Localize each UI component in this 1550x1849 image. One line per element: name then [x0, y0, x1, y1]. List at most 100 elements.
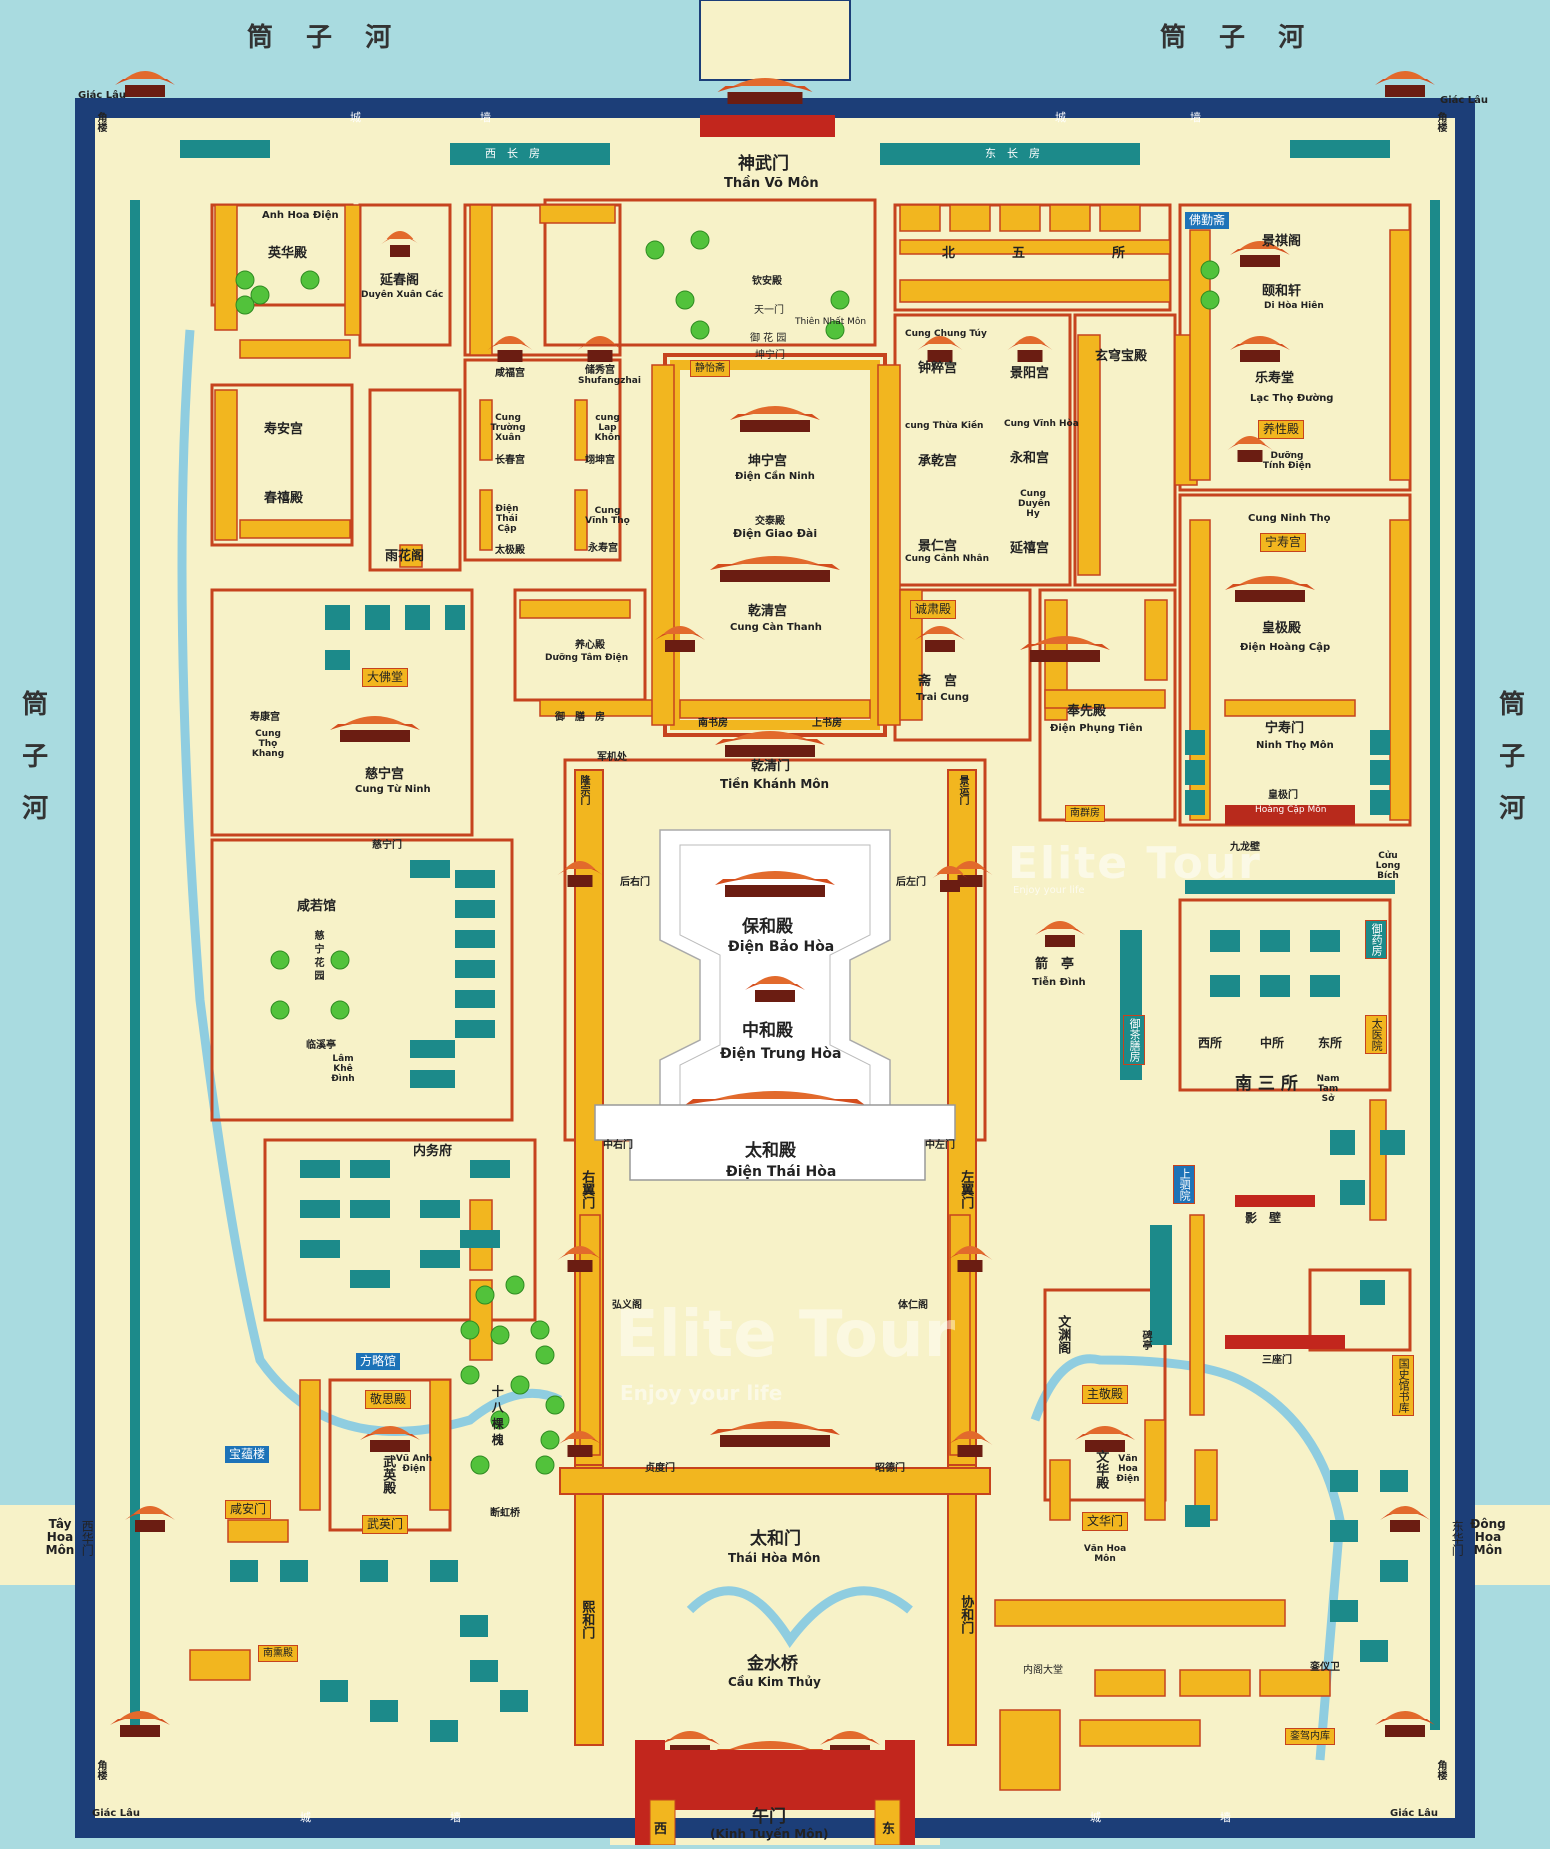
building — [1077, 334, 1101, 576]
yanxi-palace-vn: Cung Duyên Hy — [1018, 489, 1051, 519]
annex — [1340, 1180, 1365, 1205]
building — [999, 1709, 1061, 1791]
south-study: 南书房 — [698, 718, 728, 729]
xuanqiong-hall: 玄穹宝殿 — [1095, 349, 1148, 364]
wall-label: 城 — [300, 1811, 311, 1824]
tree — [505, 1275, 525, 1295]
imperial-hospital: 太医院 — [1365, 1015, 1388, 1054]
yonghe-palace-vn: Cung Vĩnh Hòa — [1004, 419, 1079, 429]
kunning-palace-cn: 坤宁宫 — [748, 454, 788, 469]
roof — [557, 861, 603, 887]
nine-dragon-wall-cn: 九龙壁 — [1230, 842, 1260, 853]
changchun-palace-vn: Cung Trường Xuân — [490, 413, 526, 443]
tianyi-gate-cn: 天一门 — [754, 305, 784, 316]
neiwu-office: 内务府 — [413, 1144, 453, 1159]
ningshou-palace-vn: Cung Ninh Thọ — [1248, 513, 1331, 524]
roof — [1075, 1426, 1135, 1452]
roof — [947, 1431, 993, 1457]
screen-wall: 影 壁 — [1245, 1211, 1282, 1225]
ningshou-gate-vn: Ninh Thọ Môn — [1256, 740, 1334, 751]
yikun-palace-cn: 翊坤宫 — [585, 455, 615, 466]
roof — [915, 626, 965, 652]
xihua-gate-cn: 西华门 — [80, 1520, 95, 1556]
taiji-hall-cn: 太极殿 — [495, 545, 525, 556]
qianqing-gate-cn: 乾清门 — [751, 759, 791, 774]
zhaode-gate: 昭德门 — [875, 1463, 905, 1474]
eighteen-locust-trees: 十 八 棵 槐 — [490, 1385, 505, 1446]
yinghua-hall-cn: 英华殿 — [268, 246, 308, 261]
building — [227, 1519, 289, 1543]
watermark-slogan-large: Enjoy your life — [620, 1381, 783, 1405]
corner-se-vn: Giác Lâu — [1390, 1808, 1439, 1819]
annex — [430, 1720, 458, 1742]
corner-sw-cn: 角楼 — [95, 1760, 106, 1780]
roof — [487, 336, 533, 362]
yangxing-hall-cn: 养性殿 — [1258, 420, 1305, 440]
wu-gate-west-label: 西 — [654, 1822, 668, 1837]
annex — [1310, 975, 1340, 997]
jingqi-pavilion: 景祺阁 — [1262, 234, 1302, 249]
tree — [540, 1430, 560, 1450]
annex — [300, 1200, 340, 1218]
cining-garden: 慈 宁 花 园 — [312, 930, 323, 981]
tree — [235, 295, 255, 315]
shenwu-gate-cn: 神武门 — [738, 154, 789, 174]
wall-label: 墙 — [1220, 1811, 1231, 1824]
roof — [1380, 1506, 1430, 1532]
moat-label-west: 筒子河 — [17, 690, 48, 846]
annex — [1310, 930, 1340, 952]
tree — [490, 1325, 510, 1345]
annex — [360, 1560, 388, 1582]
building — [1044, 689, 1166, 709]
building — [429, 1379, 451, 1511]
tree — [690, 320, 710, 340]
annex — [320, 1680, 348, 1702]
building — [949, 204, 991, 232]
beiwusuo-b: 五 — [1012, 246, 1026, 261]
xihua-gate-vn: Tây Hoa Môn — [45, 1517, 75, 1558]
xihe-gate: 熙和门 — [579, 1600, 595, 1639]
houyou-gate: 后右门 — [620, 877, 650, 888]
moat-label-north-right: 筒 子 河 — [1160, 23, 1317, 53]
annex — [1185, 760, 1205, 785]
annex — [370, 1700, 398, 1722]
shangsi-stables: 上驷院 — [1173, 1165, 1196, 1204]
tree — [675, 290, 695, 310]
grand-council: 军机处 — [597, 752, 627, 763]
building — [1389, 229, 1411, 481]
yanxi-palace-cn: 延禧宫 — [1010, 541, 1050, 556]
zhai-palace-vn: Trai Cung — [916, 692, 970, 703]
moat-label-north-left: 筒 子 河 — [247, 23, 404, 53]
stele-pavilion: 碑亭 — [1140, 1330, 1151, 1350]
moat-label-east: 筒子河 — [1494, 690, 1525, 846]
building — [899, 279, 1171, 303]
building — [1049, 204, 1091, 232]
imperial-pharmacy: 御药房 — [1365, 920, 1388, 959]
jiaotai-hall-cn: 交泰殿 — [755, 516, 785, 527]
east-lodge: 东所 — [1318, 1036, 1343, 1050]
tree — [250, 285, 270, 305]
tree — [530, 1320, 550, 1340]
wu-gate-vn: (Kinh Tuyến Môn) — [710, 1827, 829, 1841]
building — [574, 489, 588, 551]
south-three-lodges-cn: 南 三 所 — [1235, 1074, 1298, 1094]
wu-gate-east-label: 东 — [882, 1822, 896, 1837]
imperial-kitchen: 御 膳 房 — [555, 712, 605, 723]
yanchun-pavilion-vn: Duyên Xuân Các — [361, 290, 444, 300]
yihe-studio-vn: Di Hòa Hiên — [1264, 301, 1324, 311]
archery-pavilion-vn: Tiễn Đình — [1032, 977, 1086, 988]
annex — [455, 870, 495, 888]
zuoyi-gate: 左翼门 — [958, 1170, 974, 1209]
corner-nw-vn: Giác Lâu — [78, 90, 127, 101]
jiaotai-hall-vn: Điện Giao Đài — [733, 527, 818, 540]
roof — [1020, 636, 1110, 662]
tree — [535, 1455, 555, 1475]
annex — [1370, 760, 1390, 785]
annex — [325, 650, 350, 670]
yanchun-pavilion-cn: 延春阁 — [380, 273, 420, 288]
annex — [455, 1020, 495, 1038]
building — [1369, 1099, 1387, 1221]
tree — [300, 270, 320, 290]
building — [469, 204, 493, 356]
